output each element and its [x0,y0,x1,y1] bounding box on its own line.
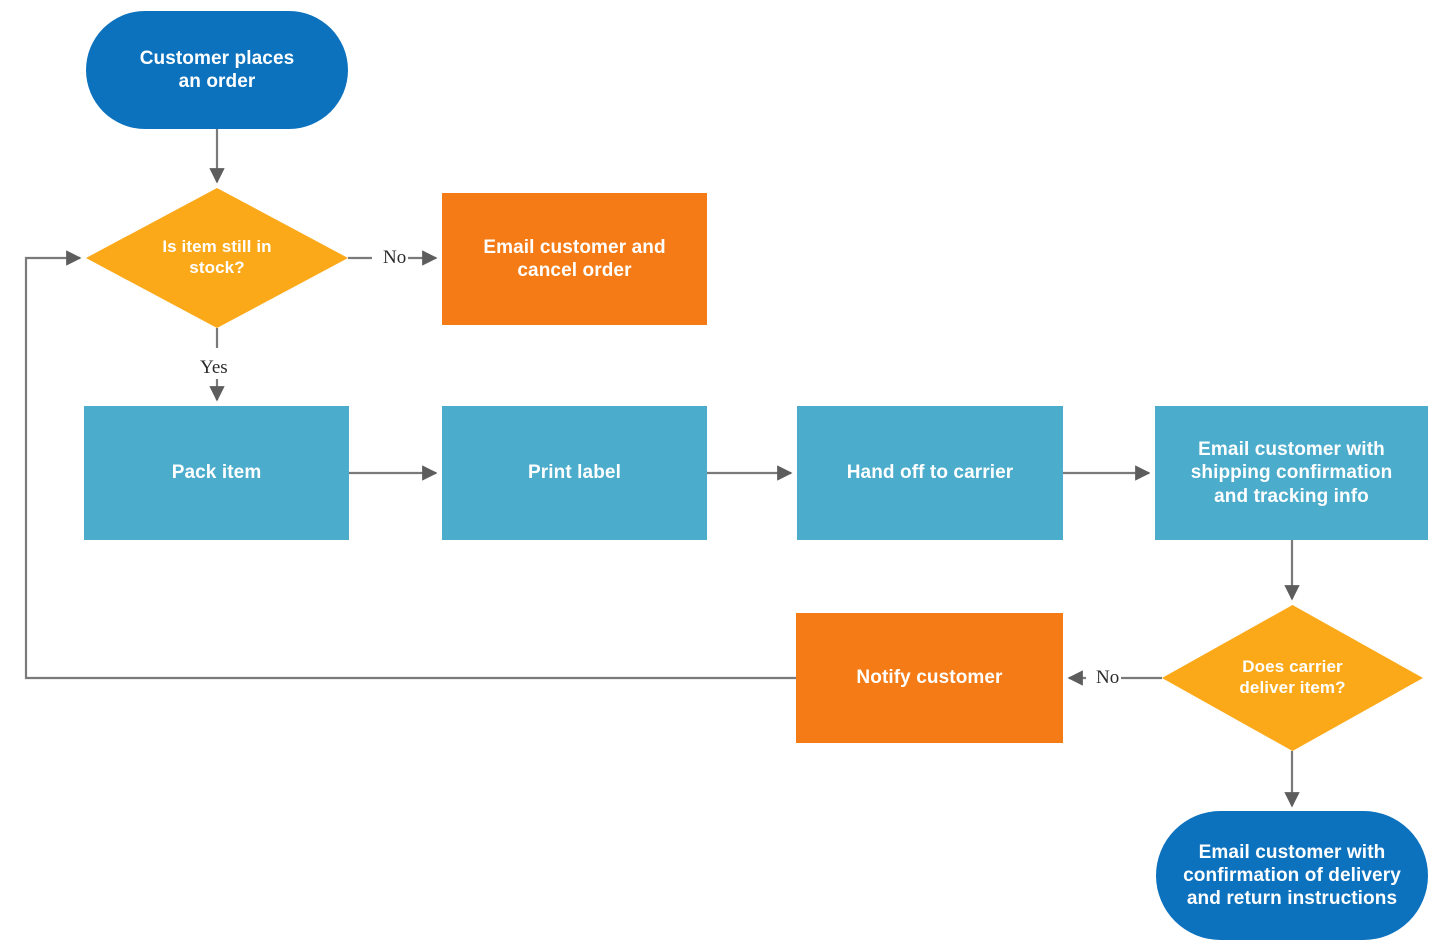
node-print-label[interactable]: Print label [442,406,707,540]
edge-label-no-not-delivered: No [1094,667,1122,689]
node-pack-item-label: Pack item [171,462,262,484]
node-notify-customer[interactable]: Notify customer [796,613,1063,743]
node-shipping-confirmation-label: Email customer with shipping confirmatio… [1190,439,1393,507]
node-cancel-order-label: Email customer and cancel order [483,236,666,281]
node-hand-off-to-carrier-label: Hand off to carrier [846,462,1014,484]
node-delivery-decision-label: Does carrier deliver item? [1239,657,1346,697]
edge-label-no-out-of-stock: No [381,247,409,269]
node-delivery-confirmation[interactable]: Email customer with confirmation of deli… [1156,811,1428,940]
node-shipping-confirmation[interactable]: Email customer with shipping confirmatio… [1155,406,1428,540]
node-in-stock-decision[interactable]: Is item still in stock? [86,188,348,328]
node-cancel-order[interactable]: Email customer and cancel order [442,193,707,325]
node-pack-item[interactable]: Pack item [84,406,349,540]
edge-label-yes-in-stock: Yes [198,357,230,379]
node-start-label: Customer places an order [139,47,295,92]
node-print-label-label: Print label [528,462,621,484]
node-in-stock-decision-label: Is item still in stock? [162,237,272,277]
node-notify-customer-label: Notify customer [856,667,1003,689]
diamond-shape-icon [1162,605,1423,751]
node-start[interactable]: Customer places an order [86,11,348,129]
node-delivery-decision[interactable]: Does carrier deliver item? [1162,605,1423,751]
node-hand-off-to-carrier[interactable]: Hand off to carrier [797,406,1063,540]
node-delivery-confirmation-label: Email customer with confirmation of deli… [1183,841,1401,910]
